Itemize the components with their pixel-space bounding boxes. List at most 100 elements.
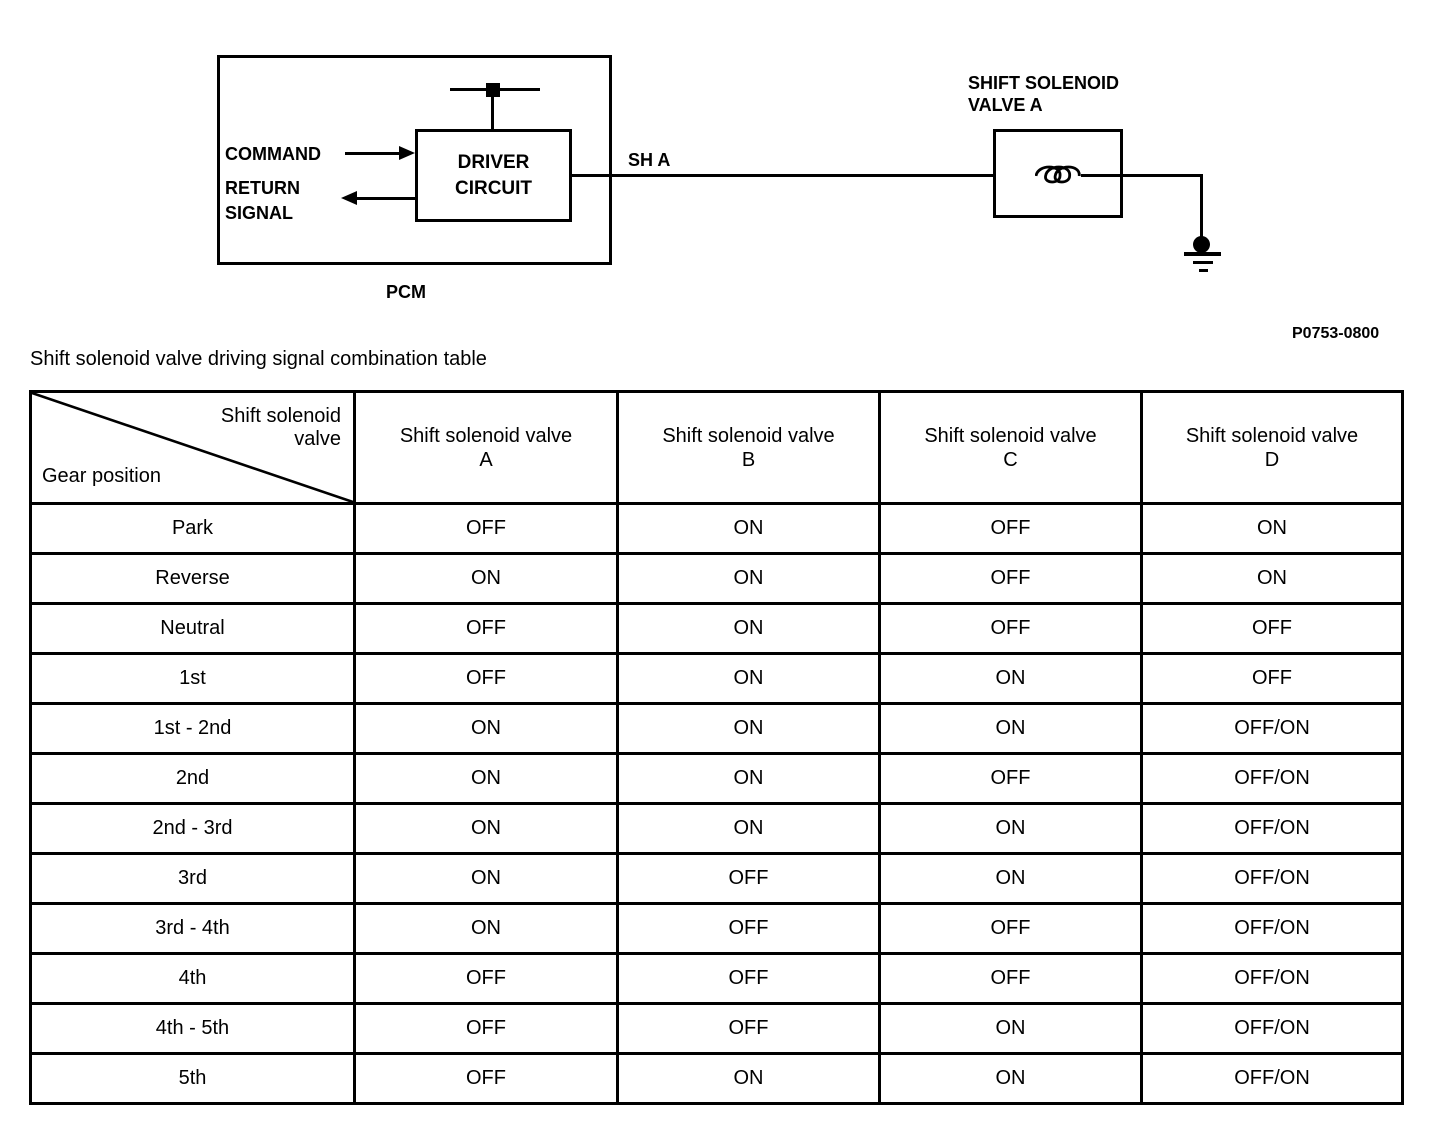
signal-value-cell: ON [616,552,881,605]
return-arrow-icon [341,191,357,205]
signal-value-cell: ON [616,752,881,805]
gear-position-cell: 4th - 5th [29,1002,356,1055]
signal-value-cell: ON [1140,502,1404,555]
signal-value-cell: OFF/ON [1140,1052,1404,1105]
sh-a-label: SH A [628,150,671,170]
signal-value-cell: ON [353,702,619,755]
ground-drop-line [1200,176,1203,238]
gear-position-cell: 1st [29,652,356,705]
table-title: Shift solenoid valve driving signal comb… [30,348,487,370]
signal-value-cell: ON [1140,552,1404,605]
signal-value-cell: OFF/ON [1140,1002,1404,1055]
signal-value-cell: OFF [878,752,1143,805]
signal-value-cell: OFF [1140,602,1404,655]
signal-value-cell: OFF [878,602,1143,655]
signal-label: SIGNAL [225,203,294,223]
signal-value-cell: OFF/ON [1140,952,1404,1005]
signal-value-cell: OFF [616,1002,881,1055]
signal-value-cell: ON [353,552,619,605]
gear-position-cell: 2nd [29,752,356,805]
gear-position-cell: 1st - 2nd [29,702,356,755]
gear-position-cell: 4th [29,952,356,1005]
gear-position-cell: 3rd [29,852,356,905]
signal-value-cell: OFF [616,952,881,1005]
wire-sh-a-left [572,174,1037,177]
signal-value-cell: OFF [353,652,619,705]
signal-value-cell: OFF/ON [1140,802,1404,855]
gear-position-cell: Reverse [29,552,356,605]
signal-value-cell: ON [616,502,881,555]
signal-value-cell: OFF/ON [1140,702,1404,755]
signal-value-cell: ON [878,1002,1143,1055]
ground-bar-3 [1199,269,1208,272]
return-arrow-shaft [356,197,415,200]
signal-value-cell: ON [616,802,881,855]
signal-value-cell: OFF [353,1002,619,1055]
gear-position-cell: 5th [29,1052,356,1105]
gear-position-cell: 3rd - 4th [29,902,356,955]
signal-value-cell: ON [878,652,1143,705]
return-label: RETURN [225,178,300,198]
gear-position-cell: Neutral [29,602,356,655]
ground-bar-1 [1184,252,1221,256]
command-arrow-icon [399,146,415,160]
signal-value-cell: OFF [353,502,619,555]
signal-value-cell: OFF [616,902,881,955]
signal-value-cell: ON [616,652,881,705]
signal-value-cell: ON [616,602,881,655]
pcm-label: PCM [386,282,426,302]
signal-value-cell: OFF [878,952,1143,1005]
ground-bar-2 [1193,261,1213,264]
signal-value-cell: ON [878,702,1143,755]
signal-value-cell: ON [878,802,1143,855]
inductor-coil-icon [1035,165,1081,184]
signal-value-cell: OFF/ON [1140,852,1404,905]
diagonal-divider [32,393,353,502]
signal-value-cell: OFF [1140,652,1404,705]
signal-value-cell: OFF [616,852,881,905]
command-label: COMMAND [225,144,321,164]
signal-value-cell: ON [353,902,619,955]
figure-code: P0753-0800 [1292,325,1380,342]
gear-position-cell: 2nd - 3rd [29,802,356,855]
wire-sh-a-right [1081,174,1203,177]
signal-value-cell: OFF [353,602,619,655]
ground-node-icon [1193,236,1210,253]
signal-value-cell: ON [616,702,881,755]
gear-position-cell: Park [29,502,356,555]
signal-value-cell: ON [616,1052,881,1105]
signal-value-cell: OFF/ON [1140,902,1404,955]
signal-value-cell: ON [353,852,619,905]
power-drop-line [491,90,494,131]
signal-value-cell: ON [353,752,619,805]
signal-value-cell: OFF [878,902,1143,955]
signal-value-cell: ON [878,1052,1143,1105]
command-arrow-shaft [345,152,403,155]
signal-value-cell: ON [353,802,619,855]
corner-bottom-left-label: Gear position [42,465,161,487]
